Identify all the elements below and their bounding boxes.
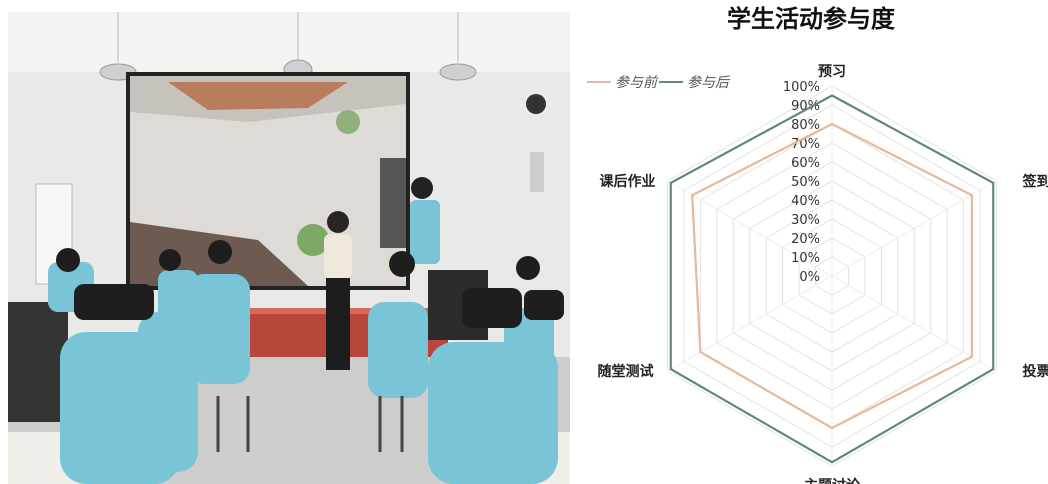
legend-label-1: 参与后 xyxy=(687,75,731,91)
legend-label-0: 参与前 xyxy=(615,75,659,91)
series-polygon-0 xyxy=(691,122,973,430)
wall-clock xyxy=(526,94,546,114)
tick-label: 80% xyxy=(791,118,820,133)
vr-headsets xyxy=(56,240,564,328)
grid-spoke-2 xyxy=(831,275,997,372)
grid-spoke-4 xyxy=(667,275,833,372)
series-polygon-1 xyxy=(669,94,995,464)
axis-label: 投票 xyxy=(1023,364,1048,380)
legend: 参与前 参与后 xyxy=(587,75,731,91)
tick-label: 30% xyxy=(791,213,820,228)
tick-label: 20% xyxy=(791,232,820,247)
tick-label: 90% xyxy=(791,99,820,114)
axis-label: 课后作业 xyxy=(599,173,655,190)
tick-label: 50% xyxy=(791,175,820,190)
chart-title: 学生活动参与度 xyxy=(727,5,896,33)
grid-spoke-5 xyxy=(667,180,833,277)
tick-label: 100% xyxy=(783,80,820,95)
tick-label: 0% xyxy=(799,270,820,285)
grid-spoke-1 xyxy=(831,180,997,277)
tick-label: 40% xyxy=(791,194,820,209)
radar-tick-labels: 0% 10% 20% 30% 40% 50% 60% 70% 80% 90% 100% xyxy=(783,80,820,285)
classroom-photo xyxy=(8,12,570,484)
seated-students xyxy=(48,262,558,484)
radar-axis-labels: 预习签到投票主题讨论 随堂测试 课后作业 xyxy=(597,64,1048,484)
radar-grid xyxy=(666,85,998,467)
radar-chart: 学生活动参与度 参与前 参与后 0% 10% 20% 30% 40% 50% 60% 70% 8… xyxy=(587,5,1048,484)
radar-series xyxy=(669,94,995,464)
tick-label: 60% xyxy=(791,156,820,171)
student-figure xyxy=(410,177,440,264)
axis-label: 随堂测试 xyxy=(597,363,653,380)
tick-label: 10% xyxy=(791,251,820,266)
axis-label: 签到 xyxy=(1022,173,1048,190)
axis-label: 预习 xyxy=(818,64,846,80)
tick-label: 70% xyxy=(791,137,820,152)
axis-label: 主题讨论 xyxy=(804,477,861,484)
teacher-figure xyxy=(324,211,352,370)
